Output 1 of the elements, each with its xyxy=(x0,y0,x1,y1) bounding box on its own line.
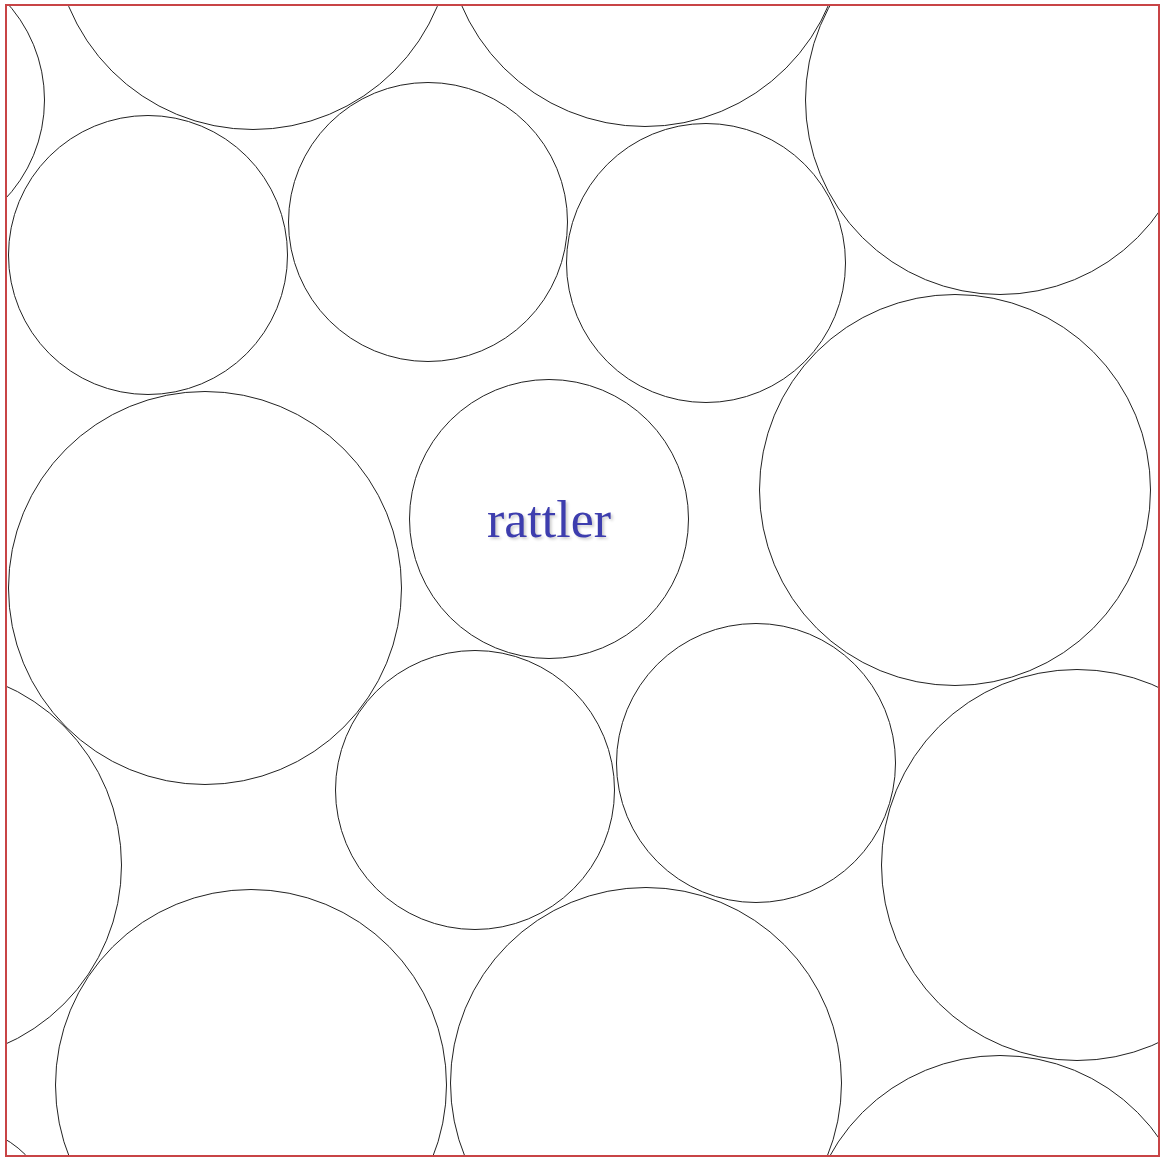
circle-label: rattler xyxy=(486,489,612,549)
